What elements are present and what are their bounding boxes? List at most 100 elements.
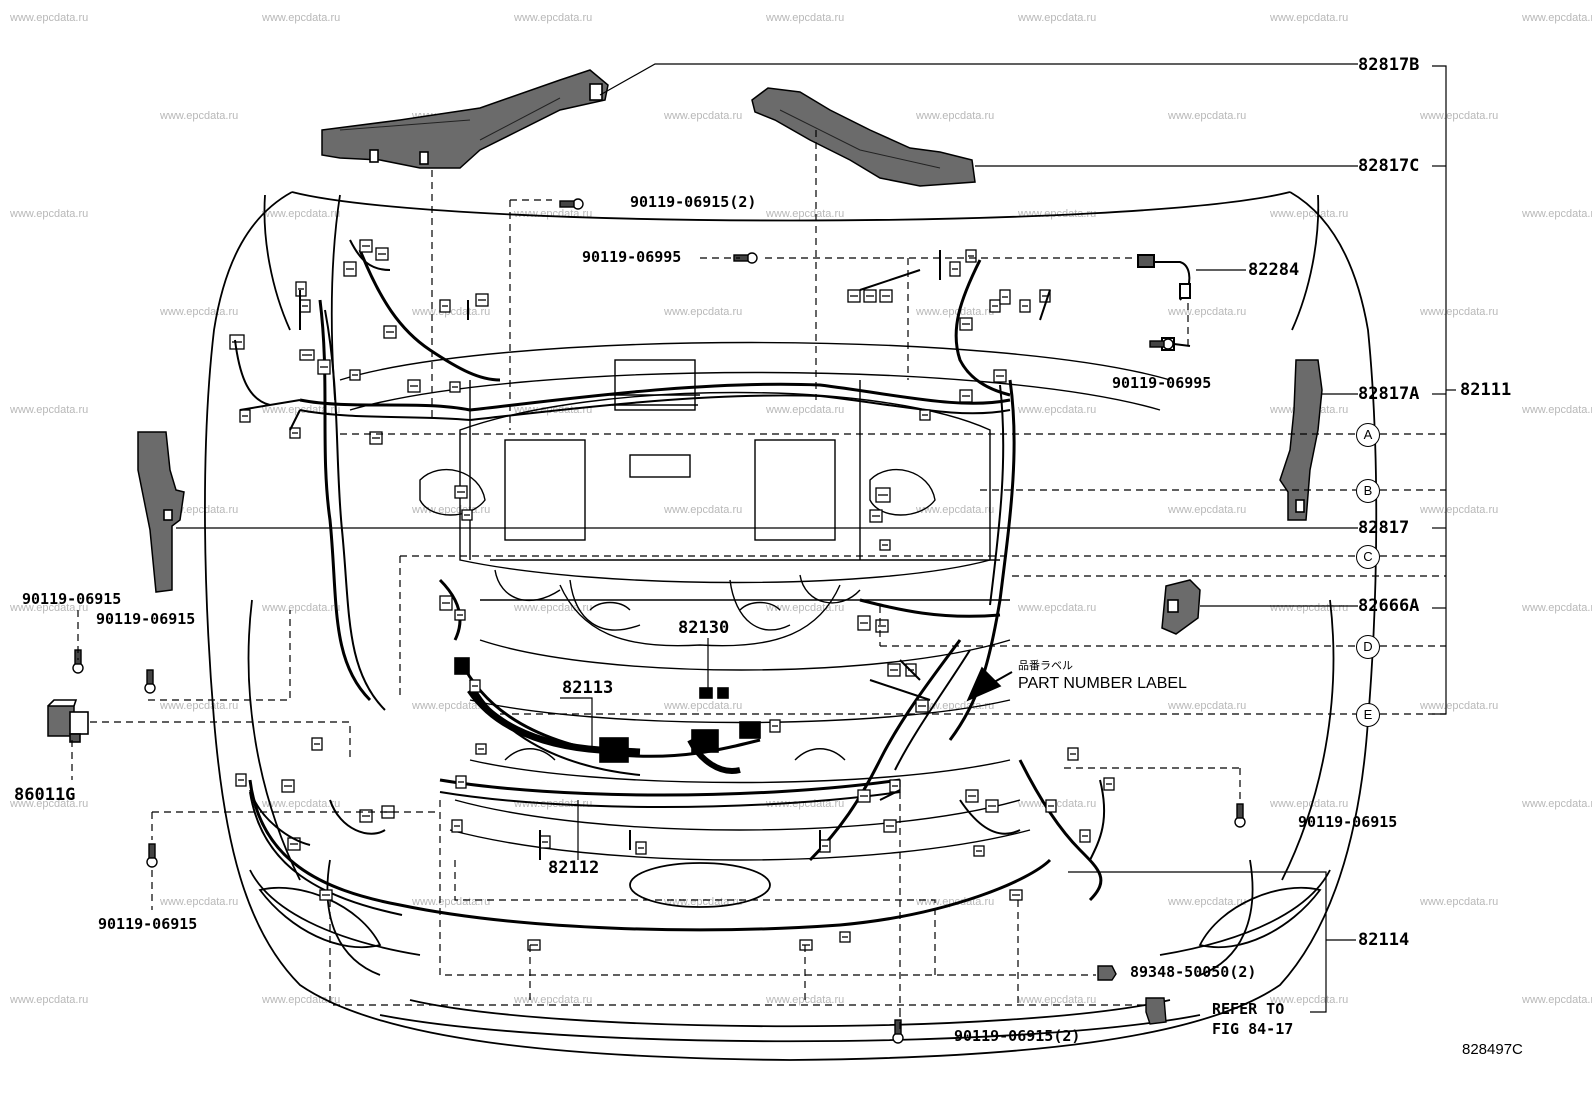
bracket-82817b-shape bbox=[321, 69, 609, 169]
part-label-82111[interactable]: 82111 bbox=[1460, 380, 1512, 400]
watermark-text: www.epcdata.ru bbox=[664, 504, 743, 516]
bolt-label-90119-06915-right[interactable]: 90119-06915 bbox=[1298, 813, 1398, 831]
watermark-text: www.epcdata.ru bbox=[1018, 208, 1097, 220]
watermark-text: www.epcdata.ru bbox=[1018, 404, 1097, 416]
part-label-86011g[interactable]: 86011G bbox=[14, 785, 76, 805]
watermark-text: www.epcdata.ru bbox=[160, 110, 239, 122]
watermark-text: www.epcdata.ru bbox=[514, 994, 593, 1006]
part-label-82113[interactable]: 82113 bbox=[562, 678, 614, 698]
watermark-text: www.epcdata.ru bbox=[262, 208, 341, 220]
bolt-icon bbox=[559, 198, 584, 210]
part-number-arrow bbox=[966, 666, 1002, 702]
watermark-text: www.epcdata.ru bbox=[1270, 602, 1349, 614]
watermark-text: www.epcdata.ru bbox=[10, 798, 89, 810]
part-label-82817a[interactable]: 82817A bbox=[1358, 384, 1420, 404]
watermark-text: www.epcdata.ru bbox=[766, 12, 845, 24]
part-label-82112[interactable]: 82112 bbox=[548, 858, 600, 878]
watermark-text: www.epcdata.ru bbox=[1522, 994, 1592, 1006]
figure-code: 828497C bbox=[1462, 1041, 1523, 1058]
watermark-text: www.epcdata.ru bbox=[1270, 208, 1349, 220]
clip-icon bbox=[1145, 997, 1167, 1025]
watermark-text: www.epcdata.ru bbox=[262, 798, 341, 810]
part-82130-shape bbox=[699, 687, 729, 699]
part-label-82130[interactable]: 82130 bbox=[678, 618, 730, 638]
watermark-text: www.epcdata.ru bbox=[766, 208, 845, 220]
watermark-text: www.epcdata.ru bbox=[766, 602, 845, 614]
watermark-text: www.epcdata.ru bbox=[1420, 700, 1499, 712]
watermark-text: www.epcdata.ru bbox=[664, 110, 743, 122]
watermark-text: www.epcdata.ru bbox=[10, 208, 89, 220]
watermark-text: www.epcdata.ru bbox=[1522, 404, 1592, 416]
watermark-text: www.epcdata.ru bbox=[412, 700, 491, 712]
watermark-text: www.epcdata.ru bbox=[10, 994, 89, 1006]
car-body-outline bbox=[204, 191, 1378, 1061]
fasteners bbox=[72, 198, 1246, 1044]
connector-ref-c: C bbox=[1356, 545, 1380, 569]
watermark-text: www.epcdata.ru bbox=[1168, 110, 1247, 122]
watermark-text: www.epcdata.ru bbox=[10, 602, 89, 614]
watermark-text: www.epcdata.ru bbox=[514, 12, 593, 24]
part-label-82114[interactable]: 82114 bbox=[1358, 930, 1410, 950]
bolt-icon bbox=[1149, 338, 1174, 350]
part-label-82817b[interactable]: 82817B bbox=[1358, 55, 1420, 75]
watermark-text: www.epcdata.ru bbox=[664, 306, 743, 318]
watermark-text: www.epcdata.ru bbox=[1522, 208, 1592, 220]
parts-diagram: www.epcdata.ru www.epcdata.ru www.epcdata.… bbox=[10, 12, 1592, 1061]
bracket-82817c-shape bbox=[751, 87, 976, 187]
harness-82113-thick bbox=[454, 657, 761, 774]
watermark-text: www.epcdata.ru bbox=[10, 12, 89, 24]
dashed-leader-lines bbox=[71, 130, 1446, 1030]
watermark-text: www.epcdata.ru bbox=[1420, 306, 1499, 318]
part-label-82284[interactable]: 82284 bbox=[1248, 260, 1300, 280]
sensor-86011g-shape bbox=[47, 699, 89, 743]
watermark-text: www.epcdata.ru bbox=[1018, 798, 1097, 810]
clip-icon bbox=[1097, 965, 1117, 981]
part-label-82817c[interactable]: 82817C bbox=[1358, 156, 1420, 176]
bolt-label-90119-06995-right[interactable]: 90119-06995 bbox=[1112, 374, 1212, 392]
watermark-text: www.epcdata.ru bbox=[160, 896, 239, 908]
watermark-text: www.epcdata.ru bbox=[1522, 798, 1592, 810]
relay-82666a-shape bbox=[1161, 579, 1201, 635]
bolt-label-90119-06915-2-bottom[interactable]: 90119-06915(2) bbox=[954, 1027, 1081, 1045]
part-number-label: PART NUMBER LABEL bbox=[1018, 675, 1187, 692]
watermark-text: www.epcdata.ru bbox=[916, 110, 995, 122]
part-label-82666a[interactable]: 82666A bbox=[1358, 596, 1420, 616]
refer-to-line1: REFER TO bbox=[1212, 1000, 1285, 1018]
watermark-text: www.epcdata.ru bbox=[1420, 504, 1499, 516]
bolt-label-90119-06915-left-c[interactable]: 90119-06915 bbox=[98, 915, 198, 933]
watermark-text: www.epcdata.ru bbox=[916, 306, 995, 318]
bolt-icon bbox=[72, 649, 84, 674]
bolt-icon bbox=[146, 843, 158, 868]
part-label-82817[interactable]: 82817 bbox=[1358, 518, 1410, 538]
watermark-text: www.epcdata.ru bbox=[916, 504, 995, 516]
bolt-icon bbox=[144, 669, 156, 694]
watermark-text: www.epcdata.ru bbox=[1018, 602, 1097, 614]
watermark-text: www.epcdata.ru bbox=[1168, 504, 1247, 516]
bolt-label-90119-06915-left-b[interactable]: 90119-06915 bbox=[96, 610, 196, 628]
bracket-82817a-shape bbox=[1279, 359, 1323, 521]
watermark-text: www.epcdata.ru bbox=[10, 404, 89, 416]
watermark-text: www.epcdata.ru bbox=[1270, 12, 1349, 24]
harness-wires bbox=[248, 249, 1103, 932]
harness-82284-shape bbox=[1137, 254, 1191, 351]
watermark-text: www.epcdata.ru bbox=[514, 602, 593, 614]
watermark-text: www.epcdata.ru bbox=[1270, 798, 1349, 810]
connector-ref-b: B bbox=[1356, 479, 1380, 503]
watermark-text: www.epcdata.ru bbox=[1420, 896, 1499, 908]
harness-branches bbox=[234, 239, 1106, 861]
watermark-text: www.epcdata.ru bbox=[664, 700, 743, 712]
bolt-label-90119-06915-left-a[interactable]: 90119-06915 bbox=[22, 590, 122, 608]
watermark-text: www.epcdata.ru bbox=[766, 404, 845, 416]
watermark-text: www.epcdata.ru bbox=[160, 700, 239, 712]
bracket-82817-shape bbox=[137, 431, 185, 593]
bolt-icon bbox=[1234, 803, 1246, 828]
watermark-text: www.epcdata.ru bbox=[1168, 700, 1247, 712]
bolt-label-90119-06915-2-top[interactable]: 90119-06915(2) bbox=[630, 193, 757, 211]
refer-to-line2: FIG 84-17 bbox=[1212, 1020, 1294, 1038]
bolt-label-90119-06995-top[interactable]: 90119-06995 bbox=[582, 248, 682, 266]
connector-ref-e: E bbox=[1356, 703, 1380, 727]
watermark-text: www.epcdata.ru bbox=[1270, 994, 1349, 1006]
clip-label-89348-50050-2[interactable]: 89348-50050(2) bbox=[1130, 963, 1257, 981]
connector-ref-a: A bbox=[1356, 423, 1380, 447]
watermark-text: www.epcdata.ru bbox=[1420, 110, 1499, 122]
